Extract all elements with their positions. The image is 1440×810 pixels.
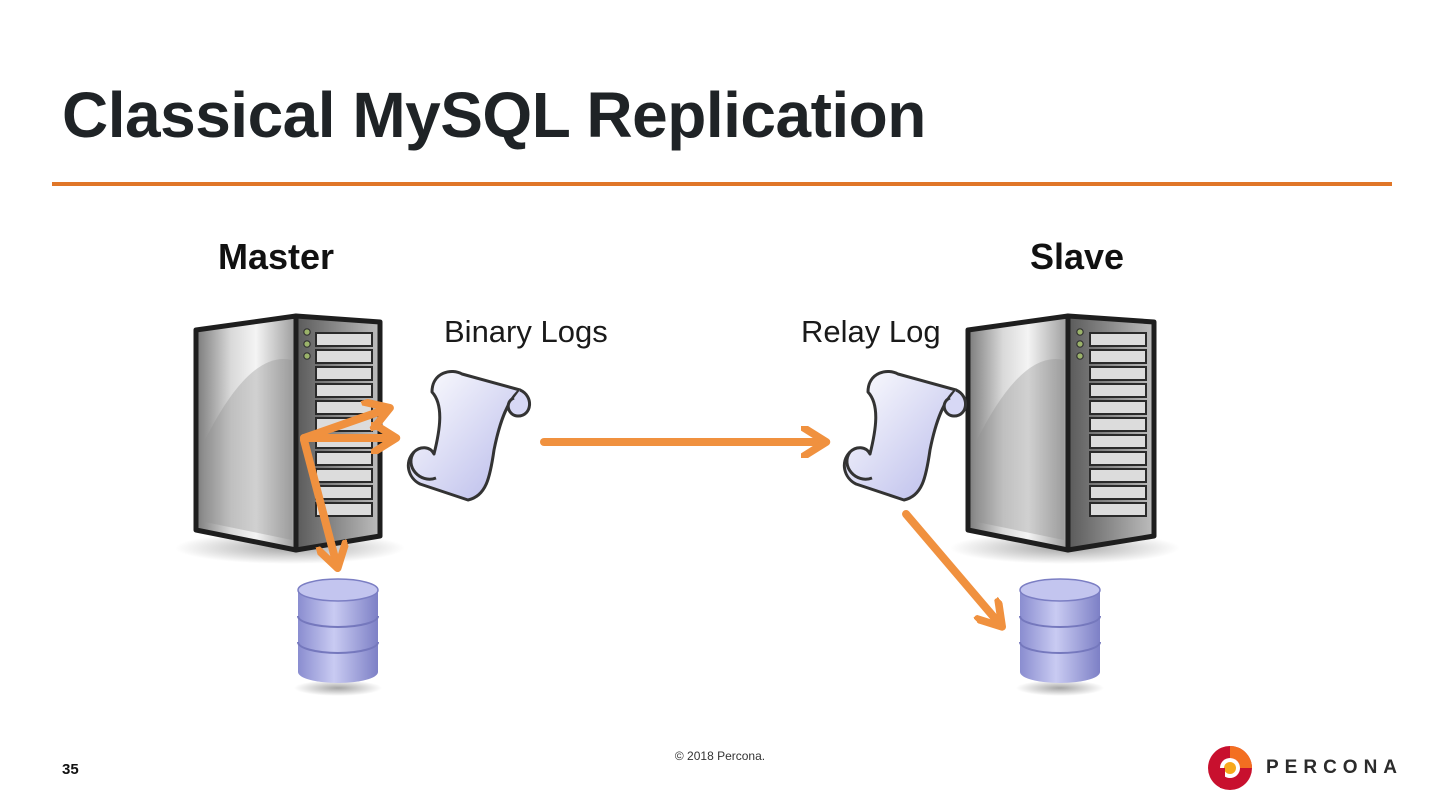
- copyright-notice: © 2018 Percona.: [674, 749, 766, 763]
- master-label: Master: [218, 236, 335, 277]
- master-database-icon: [294, 578, 382, 696]
- slave-database-icon: [1016, 578, 1104, 696]
- binary-logs-label: Binary Logs: [444, 314, 608, 349]
- master-to-db-arrow: [300, 436, 336, 562]
- relay-log-label: Relay Log: [801, 314, 941, 349]
- percona-logo-icon: [1208, 746, 1252, 790]
- percona-logo: PERCONA: [1206, 744, 1397, 792]
- slide-title: Classical MySQL Replication: [62, 79, 926, 151]
- master-commit-arrow: [300, 410, 384, 442]
- percona-logo-text: PERCONA: [1266, 757, 1404, 778]
- page-number: 35: [62, 761, 79, 778]
- relay-log-scroll-icon: [842, 369, 967, 502]
- slave-label: Slave: [1030, 236, 1125, 277]
- title-divider: [52, 182, 1392, 186]
- binary-log-scroll-icon: [406, 369, 531, 502]
- relaylog-to-db-arrow: [902, 510, 998, 622]
- master-server-icon: [175, 313, 405, 564]
- slave-server-icon: [950, 313, 1180, 564]
